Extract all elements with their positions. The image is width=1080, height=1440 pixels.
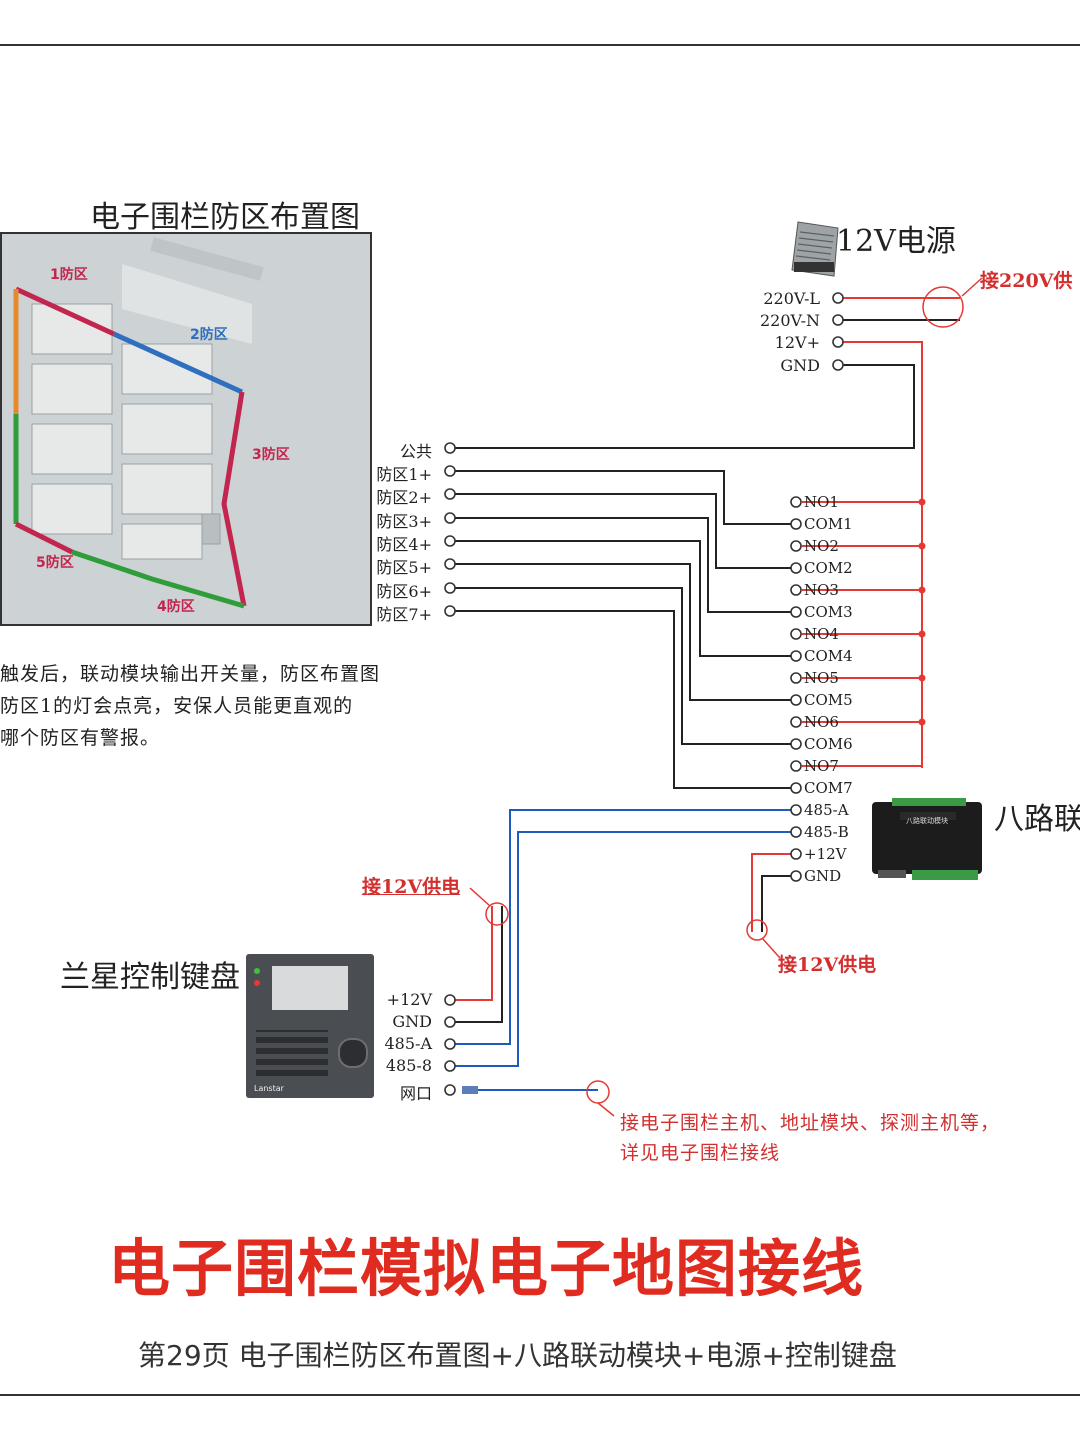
zone3-boundary — [221, 391, 247, 607]
zone-input-1: 防区1+ — [376, 465, 432, 484]
module-terminal-com7: COM7 — [804, 779, 853, 797]
keypad-terminal-12v: +12V — [386, 990, 432, 1009]
network-note-circle — [586, 1080, 610, 1104]
module-note-leader — [761, 937, 781, 959]
zone5-label: 5防区 — [36, 555, 74, 571]
keypad-terminal-network: 网口 — [399, 1084, 432, 1103]
wire-module-12v — [751, 853, 796, 932]
zone-input-4: 防区4+ — [376, 535, 432, 554]
network-note-line-1: 接电子围栏主机、地址模块、探测主机等， — [620, 1112, 1001, 1134]
zone-input-common: 公共 — [399, 442, 432, 461]
keypad-terminal-485b: 485-8 — [385, 1056, 432, 1075]
module-power-note-circle — [746, 919, 768, 941]
power-220v-note: 接220V供 — [980, 270, 1073, 292]
wire-keypad-12v — [450, 906, 493, 1001]
main-title: 电子围栏模拟电子地图接线 — [108, 1232, 865, 1305]
keypad-led-green-icon — [254, 968, 260, 974]
power-terminal-220v-n: 220V-N — [760, 311, 821, 330]
description-line-1: 触发后，联动模块输出开关量，防区布置图 — [0, 663, 381, 685]
zone2-boundary — [112, 331, 244, 395]
wires-no-terminals — [802, 501, 922, 767]
zone1-boundary — [14, 286, 116, 337]
linkage-module-name: 八路联 — [994, 802, 1080, 837]
power-note-circle — [922, 286, 964, 328]
module-terminal-com2: COM2 — [804, 559, 853, 577]
zone5-boundary — [14, 521, 74, 555]
zone-input-3: 防区3+ — [376, 512, 432, 531]
wire-zone5-com5 — [450, 563, 796, 701]
module-terminal-com5: COM5 — [804, 691, 853, 709]
bottom-rule — [0, 1394, 1080, 1396]
wire-zone1-com1 — [450, 470, 796, 525]
module-power-note: 接12V供电 — [778, 954, 877, 976]
map-title: 电子围栏防区布置图 — [90, 200, 360, 235]
wire-common — [450, 364, 915, 449]
zone3-label: 3防区 — [252, 447, 290, 463]
power-supply-name: 12V电源 — [836, 224, 956, 259]
top-rule — [0, 44, 1080, 46]
power-terminal-220v-l: 220V-L — [763, 289, 820, 308]
linkage-module-device: 八路联动模块 — [872, 798, 984, 882]
module-terminal-12v: +12V — [804, 845, 847, 863]
description-line-3: 哪个防区有警报。 — [0, 727, 161, 749]
description-line-2: 防区1的灯会点亮，安保人员能更直观的 — [0, 695, 354, 717]
wire-12v-plus-bus — [838, 341, 923, 768]
keypad-power-note-circle — [485, 902, 509, 926]
zone2-label: 2防区 — [190, 327, 228, 343]
wire-zone2-com2 — [450, 493, 796, 569]
keypad-buttons-grid — [256, 1030, 328, 1076]
power-note-leader — [961, 277, 983, 297]
module-terminal-com4: COM4 — [804, 647, 853, 665]
zone1-label: 1防区 — [50, 267, 88, 283]
zone-input-7: 防区7+ — [376, 605, 432, 624]
network-note-line-2: 详见电子围栏接线 — [620, 1142, 781, 1164]
power-terminal-12v-plus: 12V+ — [774, 333, 820, 352]
keypad-note-leader — [469, 887, 491, 907]
keypad-screen — [272, 966, 348, 1010]
zone4-boundary — [71, 549, 245, 609]
wire-keypad-gnd — [450, 906, 503, 1023]
keypad-power-note: 接12V供电 — [362, 876, 461, 898]
keypad-terminal-485a: 485-A — [384, 1034, 433, 1053]
module-terminal-no5: NO5 — [804, 669, 839, 687]
zone4-label: 4防区 — [157, 599, 195, 615]
module-terminal-no2: NO2 — [804, 537, 839, 555]
wire-485-a — [450, 809, 796, 1045]
zone-map-drawing — [2, 234, 370, 624]
terminal-markers — [444, 292, 844, 1096]
wire-zone6-com6 — [450, 587, 796, 745]
module-terminal-485a: 485-A — [804, 801, 849, 819]
keypad-device: Lanstar — [246, 954, 374, 1098]
zone-input-6: 防区6+ — [376, 582, 432, 601]
keypad-dpad-icon — [338, 1038, 368, 1068]
zone-input-5: 防区5+ — [376, 558, 432, 577]
module-terminal-com6: COM6 — [804, 735, 853, 753]
module-terminal-no4: NO4 — [804, 625, 839, 643]
network-note-leader — [597, 1102, 615, 1117]
keypad-terminal-gnd: GND — [392, 1012, 432, 1031]
module-terminal-no3: NO3 — [804, 581, 839, 599]
module-terminal-com3: COM3 — [804, 603, 853, 621]
wire-zone7-com7 — [450, 610, 796, 789]
module-terminal-no7: NO7 — [804, 757, 839, 775]
module-terminal-gnd: GND — [804, 867, 842, 885]
module-terminal-485b: 485-B — [804, 823, 849, 841]
zone-input-2: 防区2+ — [376, 488, 432, 507]
wire-module-gnd — [761, 875, 796, 932]
zone-layout-map: 1防区 2防区 3防区 4防区 5防区 — [0, 232, 372, 626]
keypad-led-red-icon — [254, 980, 260, 986]
network-plug-icon — [462, 1086, 478, 1094]
module-terminal-no1: NO1 — [804, 493, 839, 511]
keypad-name: 兰星控制键盘 — [60, 960, 240, 995]
keypad-brand: Lanstar — [254, 1084, 284, 1093]
module-terminal-com1: COM1 — [804, 515, 853, 533]
power-terminal-gnd: GND — [780, 356, 820, 375]
wire-zone3-com3 — [450, 517, 796, 613]
wire-zone4-com4 — [450, 540, 796, 657]
module-panel-label: 八路联动模块 — [906, 817, 948, 825]
wire-485-b — [450, 831, 796, 1067]
module-terminal-no6: NO6 — [804, 713, 839, 731]
page-footer: 第29页 电子围栏防区布置图+八路联动模块+电源+控制键盘 — [138, 1339, 897, 1372]
